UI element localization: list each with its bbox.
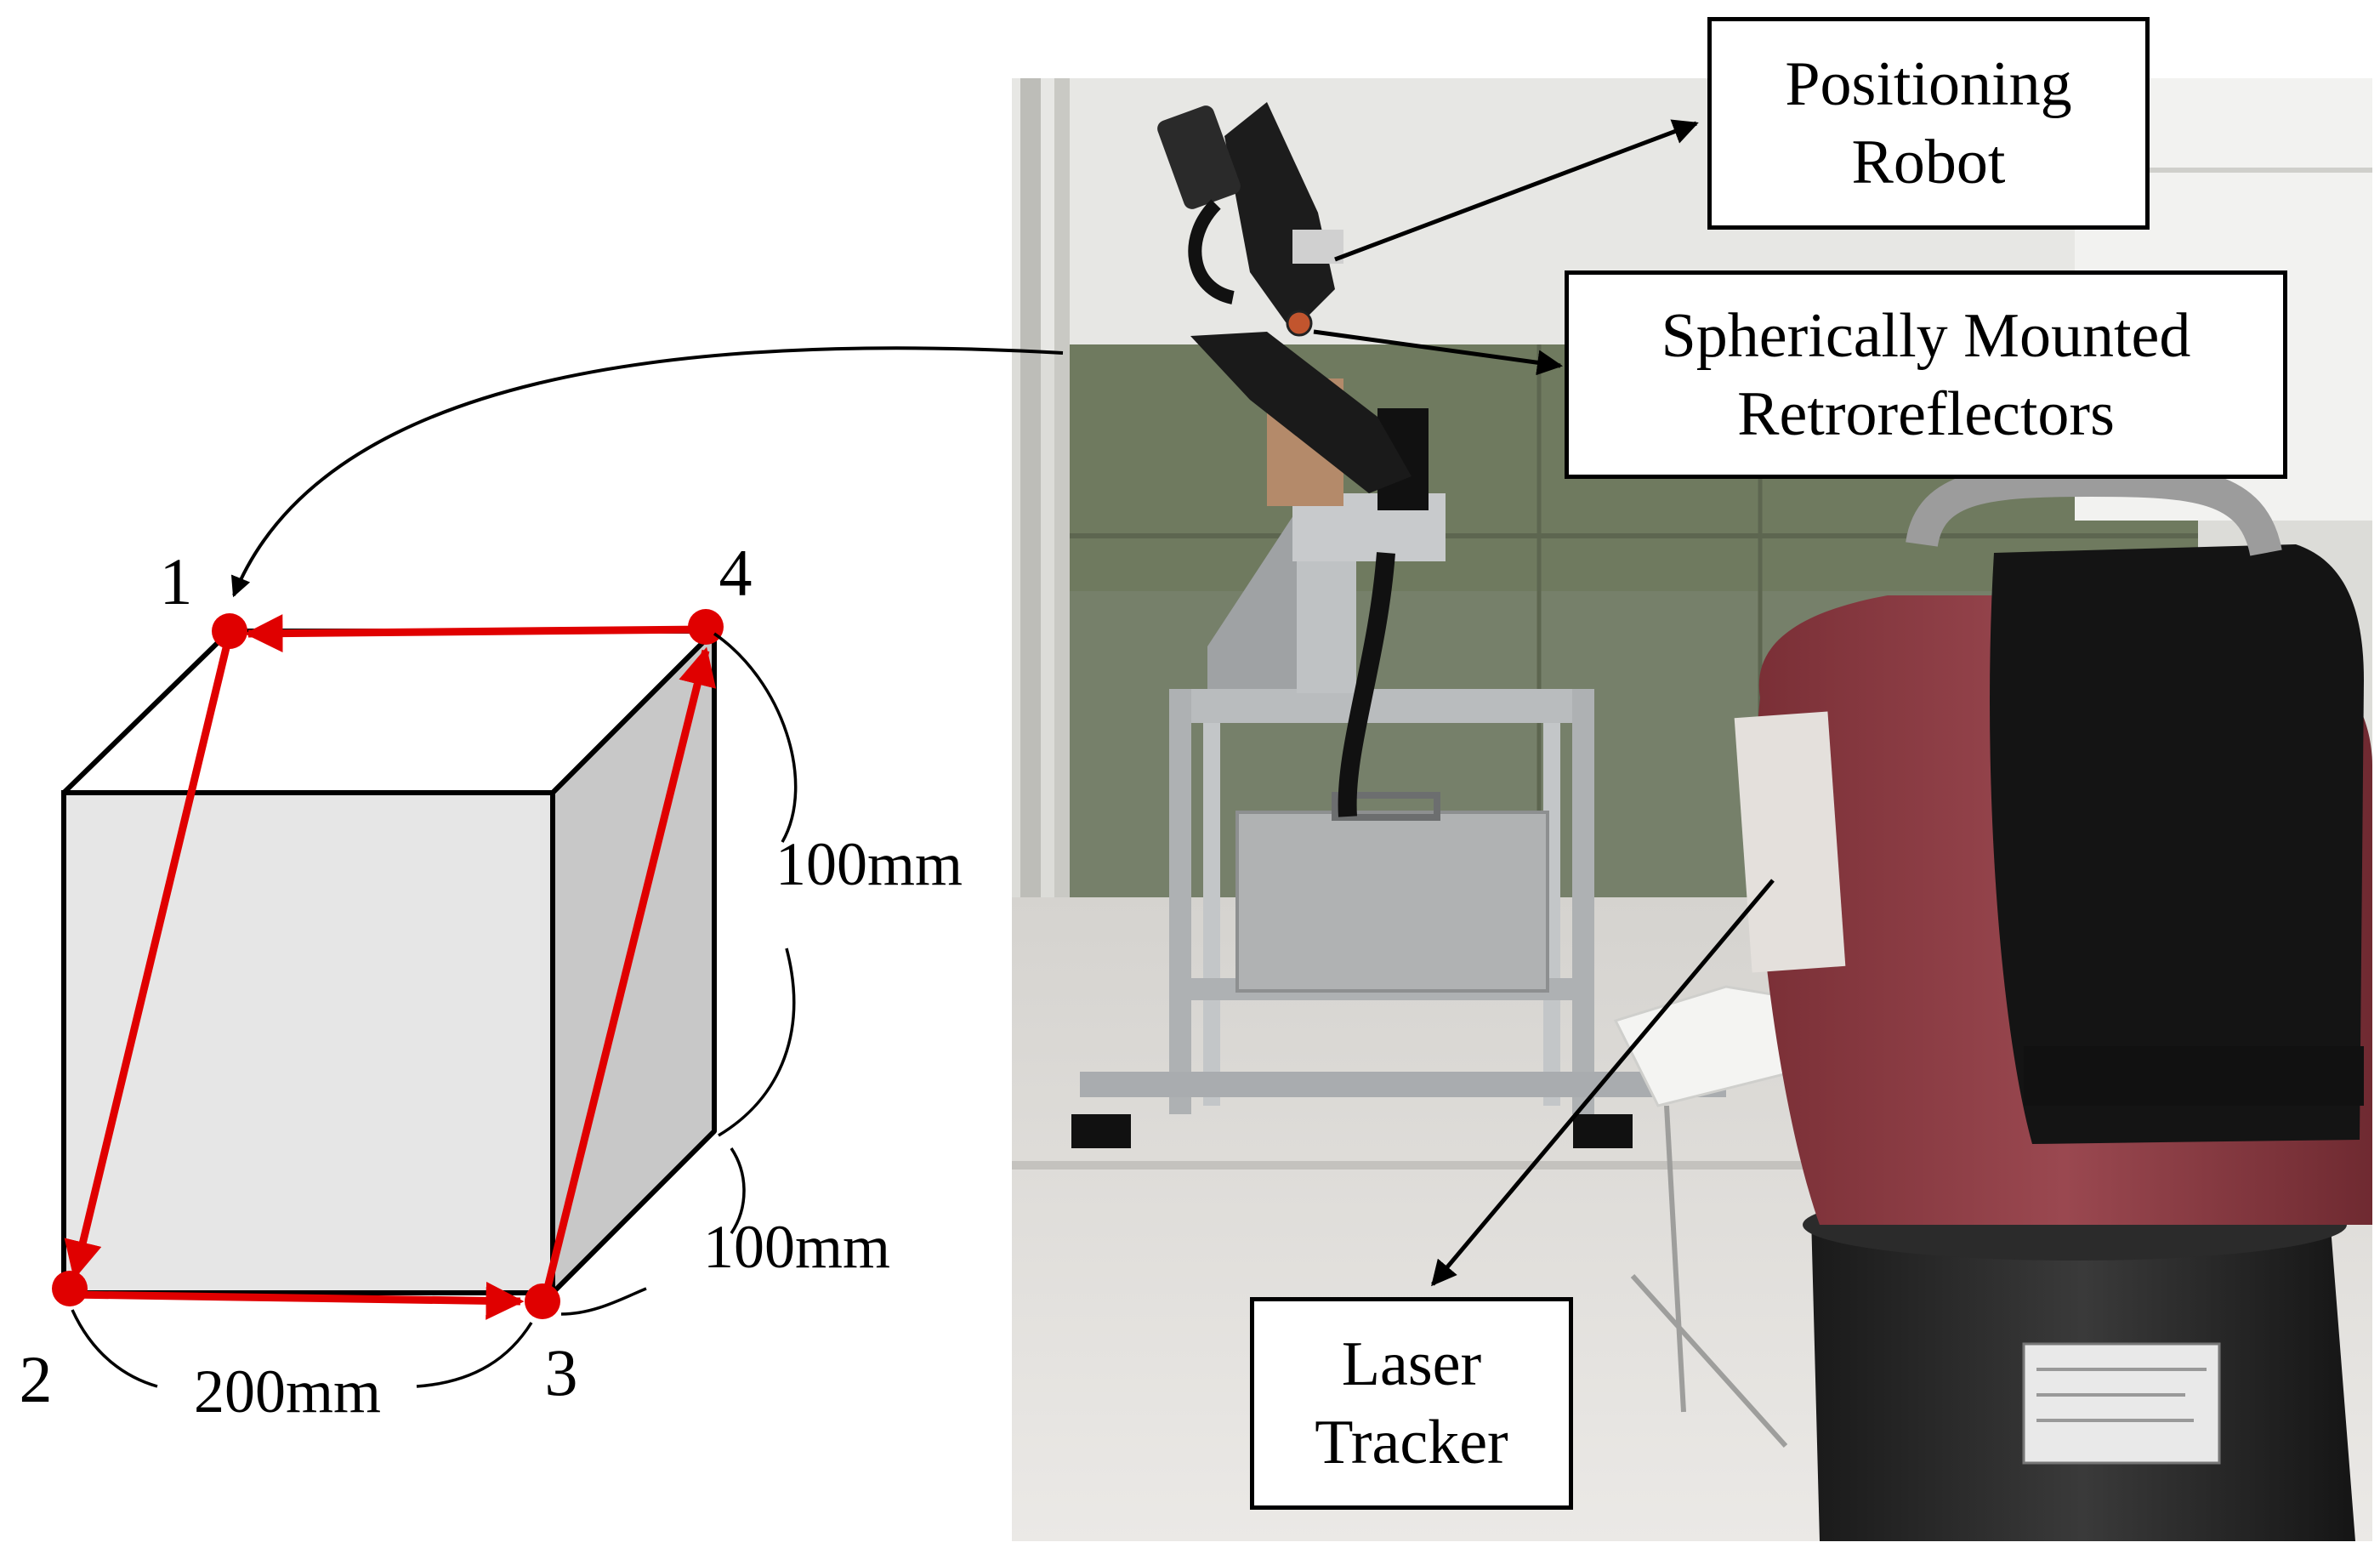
arrow-tracker <box>1431 879 1775 1287</box>
path-1-to-2 <box>64 632 234 1280</box>
callout-laser-tracker: Laser Tracker <box>1250 1297 1573 1510</box>
cube-shape <box>61 629 717 1295</box>
callout-tracker-line-1: Laser <box>1341 1329 1482 1399</box>
callout-retroreflectors: Spherically Mounted Retroreflectors <box>1565 270 2287 479</box>
dimension-arcs <box>71 632 798 1388</box>
robot-stand <box>1071 493 1726 1148</box>
corner-label-1: 1 <box>160 544 193 618</box>
callout-positioning-robot: Positioning Robot <box>1707 17 2150 230</box>
callout-robot-line-1: Positioning <box>1785 49 2072 119</box>
corner-label-3: 3 <box>545 1335 578 1409</box>
cube-front-face <box>61 790 555 1295</box>
dimension-height: 100mm <box>775 830 963 898</box>
dimension-depth: 100mm <box>703 1213 890 1281</box>
path-2-to-3 <box>69 1281 525 1320</box>
point-4-marker <box>688 609 724 645</box>
laser-tracker <box>1734 464 2372 1541</box>
arrow-robot <box>1334 119 1699 262</box>
measurement-path <box>52 609 724 1320</box>
callout-robot-line-2: Robot <box>1851 128 2006 197</box>
path-4-to-1 <box>244 614 707 653</box>
path-3-to-4 <box>540 646 717 1303</box>
corner-label-4: 4 <box>719 536 753 610</box>
callout-smr-line-1: Spherically Mounted <box>1661 300 2191 371</box>
arrow-smr <box>1313 329 1563 376</box>
callout-tracker-line-2: Tracker <box>1315 1408 1508 1477</box>
point-2-marker <box>52 1271 88 1306</box>
smr-target <box>1286 310 1313 337</box>
corner-label-2: 2 <box>20 1342 53 1416</box>
callout-smr-line-2: Retroreflectors <box>1737 378 2115 449</box>
point-1-marker <box>212 613 247 649</box>
arrow-smr-to-point-1 <box>230 346 1064 598</box>
dimension-width: 200mm <box>194 1357 381 1426</box>
robot-arm <box>1157 102 1429 817</box>
point-3-marker <box>525 1283 560 1319</box>
